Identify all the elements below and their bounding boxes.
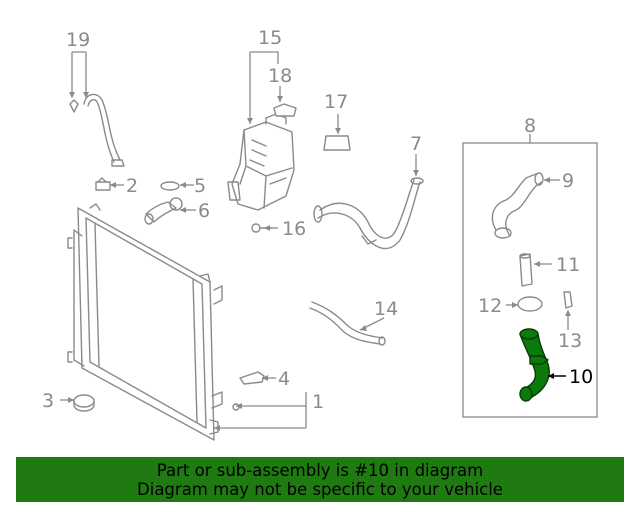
callout-5: 5 xyxy=(194,175,206,197)
union-11-illustration xyxy=(519,253,533,287)
banner-line-part: Part or sub-assembly is #10 in diagram xyxy=(156,461,484,480)
callout-1: 1 xyxy=(312,391,324,413)
reservoir-tank-illustration xyxy=(227,113,295,211)
callout-10-highlighted: 10 xyxy=(569,366,593,388)
callout-14: 14 xyxy=(374,298,398,320)
hose-9-illustration xyxy=(491,172,544,239)
radiator-illustration xyxy=(67,203,223,441)
clamp-12-illustration xyxy=(517,296,543,312)
bracket-illustration xyxy=(323,135,351,151)
drain-plug-illustration xyxy=(95,177,111,191)
callout-4: 4 xyxy=(278,368,290,390)
callout-11: 11 xyxy=(556,254,580,276)
banner-line-disclaimer: Diagram may not be specific to your vehi… xyxy=(137,480,503,499)
callout-8: 8 xyxy=(524,115,536,137)
overflow-hose-illustration xyxy=(69,93,125,167)
sensor-illustration xyxy=(232,371,265,411)
info-banner: Part or sub-assembly is #10 in diagram D… xyxy=(16,457,624,502)
callout-6: 6 xyxy=(198,200,210,222)
callout-3: 3 xyxy=(42,390,54,412)
bolt-13-illustration xyxy=(563,291,573,309)
callout-18: 18 xyxy=(268,65,292,87)
lower-hose-illustration xyxy=(309,301,386,346)
fitting-illustration xyxy=(144,181,183,225)
callout-16: 16 xyxy=(282,218,306,240)
callout-numbers: 1 2 3 4 5 6 7 8 9 10 11 12 13 14 15 16 1… xyxy=(42,27,593,413)
hose-10-highlighted xyxy=(519,328,550,402)
callout-12: 12 xyxy=(478,295,502,317)
callout-7: 7 xyxy=(410,133,422,155)
upper-hose-illustration xyxy=(313,177,424,250)
callout-17: 17 xyxy=(324,91,348,113)
radiator-cap-illustration xyxy=(73,394,95,412)
reservoir-cap-illustration xyxy=(273,103,297,117)
callout-2: 2 xyxy=(126,175,138,197)
callout-9: 9 xyxy=(562,170,574,192)
parts-diagram: 1 2 3 4 5 6 7 8 9 10 11 12 13 14 15 16 1… xyxy=(42,27,598,441)
callout-15: 15 xyxy=(258,27,282,49)
leader-lines xyxy=(60,51,571,431)
callout-19: 19 xyxy=(66,29,90,51)
callout-13: 13 xyxy=(558,330,582,352)
